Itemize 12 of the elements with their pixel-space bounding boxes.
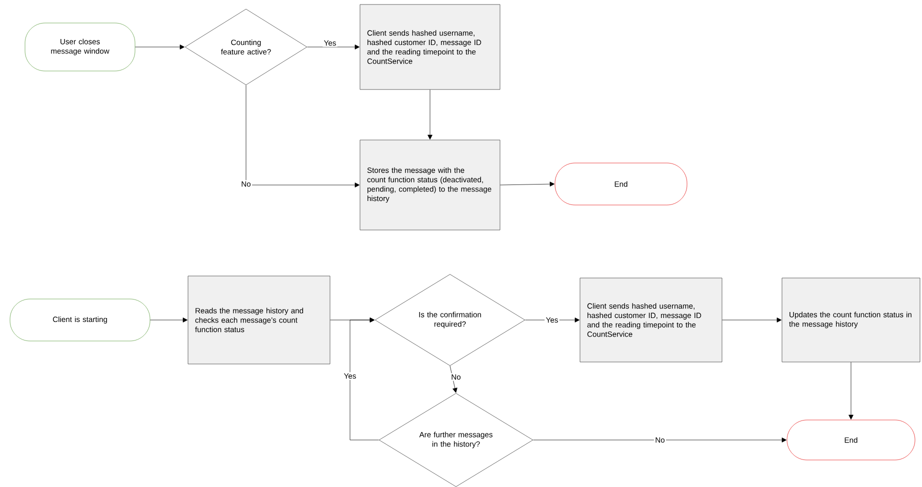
arrow bbox=[450, 366, 458, 393]
arrow bbox=[722, 318, 782, 322]
arrow bbox=[525, 318, 580, 322]
arrow bbox=[500, 182, 555, 186]
arrow bbox=[135, 44, 185, 50]
arrow bbox=[428, 90, 432, 140]
arrow bbox=[848, 362, 854, 420]
arrow bbox=[533, 438, 787, 442]
arrow bbox=[246, 84, 360, 188]
arrow bbox=[350, 318, 379, 440]
arrow bbox=[150, 318, 188, 322]
arrow bbox=[307, 44, 360, 50]
